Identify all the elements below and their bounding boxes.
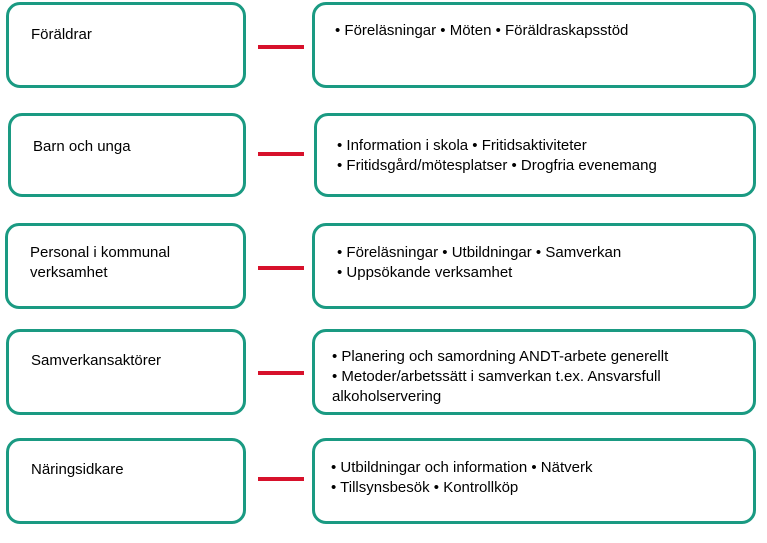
connector-line <box>258 266 304 270</box>
left-box-label: Samverkansaktörer <box>31 352 162 369</box>
bullet-line: • Planering och samordning ANDT-arbete g… <box>332 348 669 365</box>
left-box-naringsidkare: Näringsidkare <box>6 438 246 524</box>
right-box-personal: • Föreläsningar • Utbildningar • Samverk… <box>312 223 756 309</box>
left-box-label: Barn och unga <box>33 138 131 155</box>
left-box-label: Näringsidkare <box>31 461 124 478</box>
left-box-barn-och-unga: Barn och unga <box>8 113 246 197</box>
connector-line <box>258 477 304 481</box>
bullet-line: • Fritidsgård/mötesplatser • Drogfria ev… <box>337 157 657 174</box>
left-box-label: Personal i kommunal verksamhet <box>30 244 171 281</box>
bullet-line: • Föreläsningar • Möten • Föräldraskapss… <box>335 22 629 39</box>
right-box-naringsidkare: • Utbildningar och information • Nätverk… <box>312 438 756 524</box>
bullet-line: • Föreläsningar • Utbildningar • Samverk… <box>337 244 622 261</box>
left-box-label: Föräldrar <box>31 26 92 43</box>
connector-line <box>258 45 304 49</box>
bullet-line: • Metoder/arbetssätt i samverkan t.ex. A… <box>332 368 661 405</box>
connector-line <box>258 371 304 375</box>
connector-line <box>258 152 304 156</box>
right-box-samverkansaktorer: • Planering och samordning ANDT-arbete g… <box>312 329 756 415</box>
bullet-line: • Utbildningar och information • Nätverk <box>331 459 593 476</box>
right-box-barn-och-unga: • Information i skola • Fritidsaktivitet… <box>314 113 756 197</box>
bullet-line: • Tillsynsbesök • Kontrollköp <box>331 479 519 496</box>
left-box-personal: Personal i kommunal verksamhet <box>5 223 246 309</box>
left-box-foraldrar: Föräldrar <box>6 2 246 88</box>
right-box-foraldrar: • Föreläsningar • Möten • Föräldraskapss… <box>312 2 756 88</box>
left-box-samverkansaktorer: Samverkansaktörer <box>6 329 246 415</box>
bullet-line: • Information i skola • Fritidsaktivitet… <box>337 137 587 154</box>
bullet-line: • Uppsökande verksamhet <box>337 264 513 281</box>
